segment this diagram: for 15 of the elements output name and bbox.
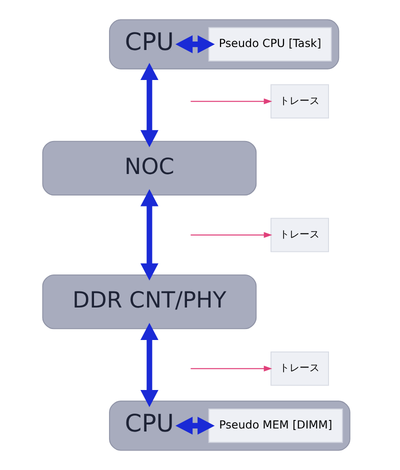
arrow — [190, 98, 272, 104]
arrow — [175, 416, 215, 435]
arrow — [140, 189, 158, 280]
node-box: Pseudo CPU [Task] — [208, 27, 332, 62]
node-box: トレース — [270, 351, 329, 386]
node-box: NOC — [42, 140, 257, 196]
arrow — [140, 322, 158, 408]
arrow — [190, 232, 272, 238]
arrow — [175, 35, 215, 54]
node-box: トレース — [270, 84, 329, 119]
arrow — [140, 62, 158, 148]
node-box: Pseudo MEM [DIMM] — [208, 408, 343, 443]
node-box: トレース — [270, 218, 329, 252]
arrow — [190, 366, 272, 372]
node-box: DDR CNT/PHY — [42, 274, 257, 330]
